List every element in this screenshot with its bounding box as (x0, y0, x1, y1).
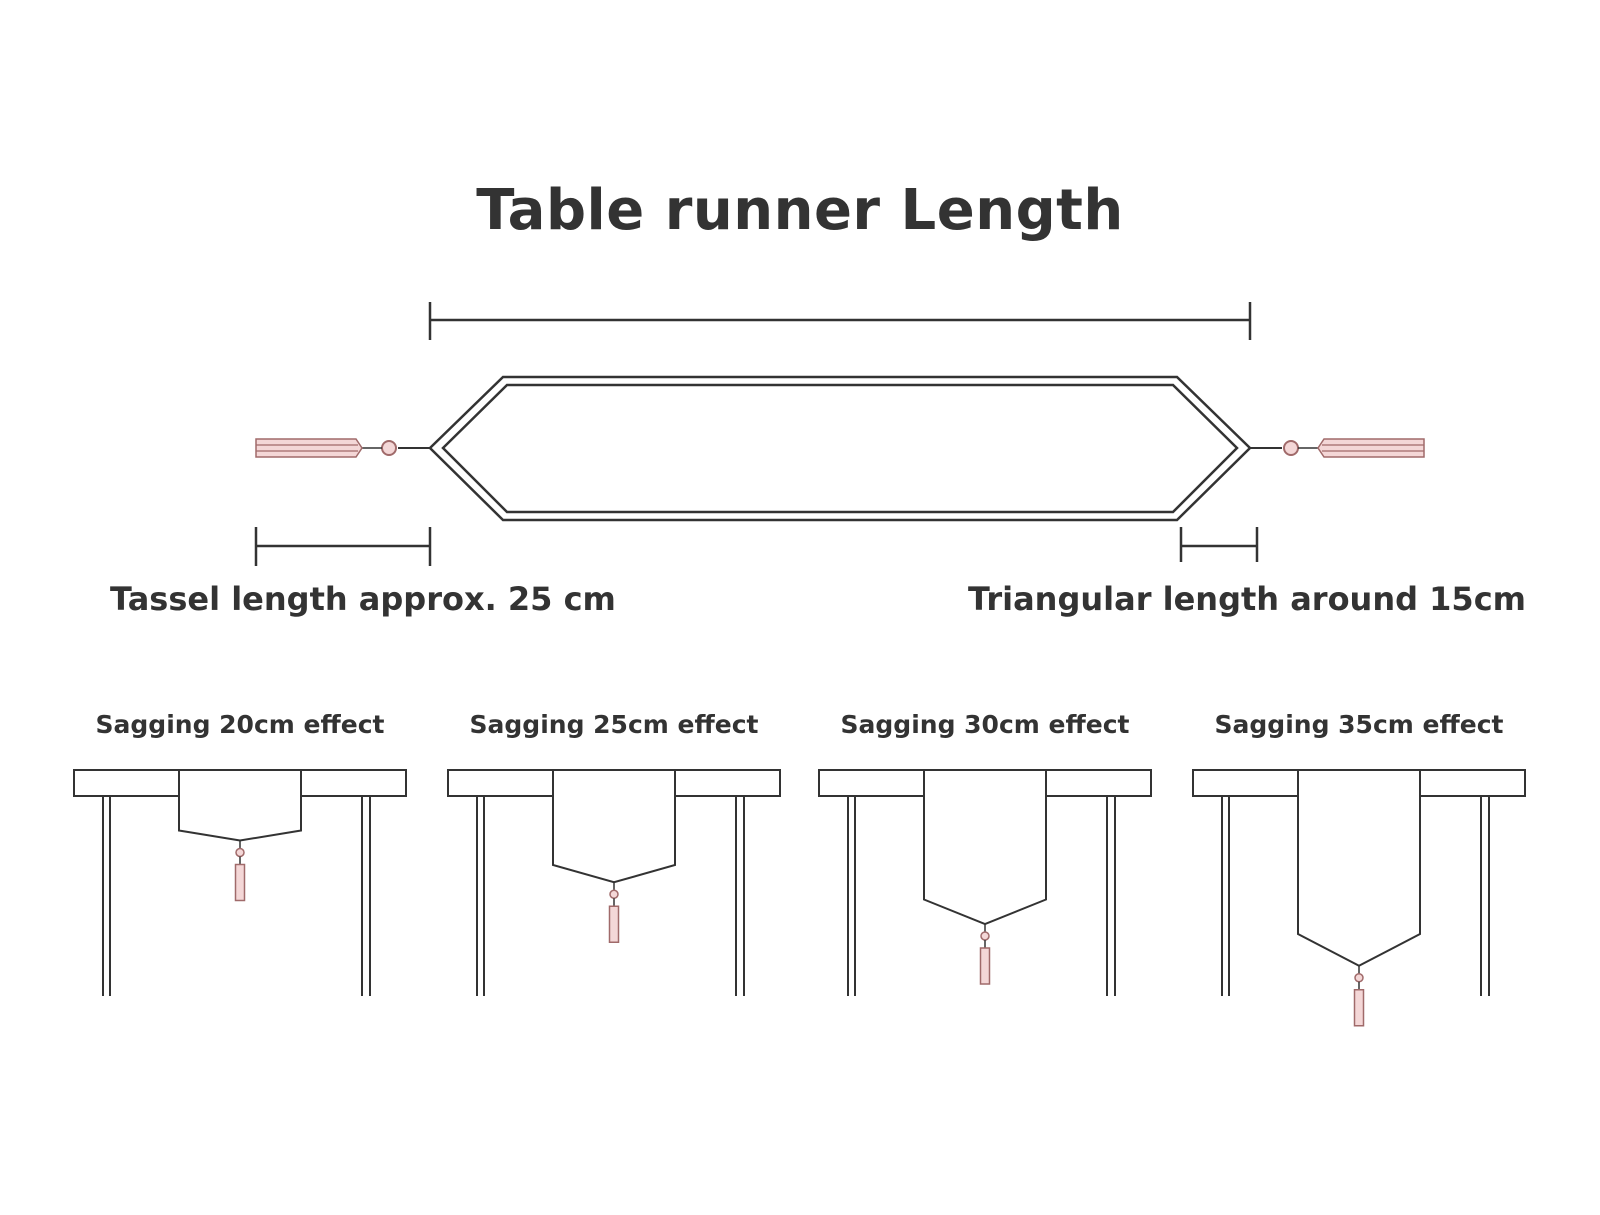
tassel-body (1353, 989, 1365, 1027)
left-tassel (255, 438, 430, 458)
tassel-bead (609, 889, 619, 899)
hanging-runner (923, 769, 1047, 926)
sag-examples (73, 769, 1526, 1027)
hanging-runner (1297, 769, 1421, 967)
tassel-bead (1354, 973, 1364, 983)
diagram-title: Table runner Length (476, 178, 1124, 243)
tassel-body (979, 947, 991, 985)
sag-example-35 (1192, 769, 1526, 1027)
sag-example-25 (447, 769, 781, 996)
tassel-bead (235, 847, 245, 858)
sag-label-20: Sagging 20cm effect (95, 710, 385, 739)
triangle-length-dimension (1179, 527, 1259, 562)
sag-label-25: Sagging 25cm effect (469, 710, 759, 739)
runner-length-dimension (428, 302, 1252, 340)
tassel-bead (980, 931, 990, 941)
tassel-body (608, 905, 620, 943)
sag-example-20 (73, 769, 407, 996)
triangle-length-label: Triangular length around 15cm (968, 580, 1526, 618)
tassel-body (234, 863, 246, 902)
right-tassel (1250, 438, 1425, 458)
sag-label-35: Sagging 35cm effect (1214, 710, 1504, 739)
hanging-runner (552, 769, 676, 884)
hanging-runner (178, 769, 302, 842)
sag-label-30: Sagging 30cm effect (840, 710, 1130, 739)
tassel-length-dimension (254, 527, 432, 566)
runner-body (428, 375, 1252, 522)
sag-example-30 (818, 769, 1152, 996)
tassel-length-label: Tassel length approx. 25 cm (110, 580, 616, 618)
